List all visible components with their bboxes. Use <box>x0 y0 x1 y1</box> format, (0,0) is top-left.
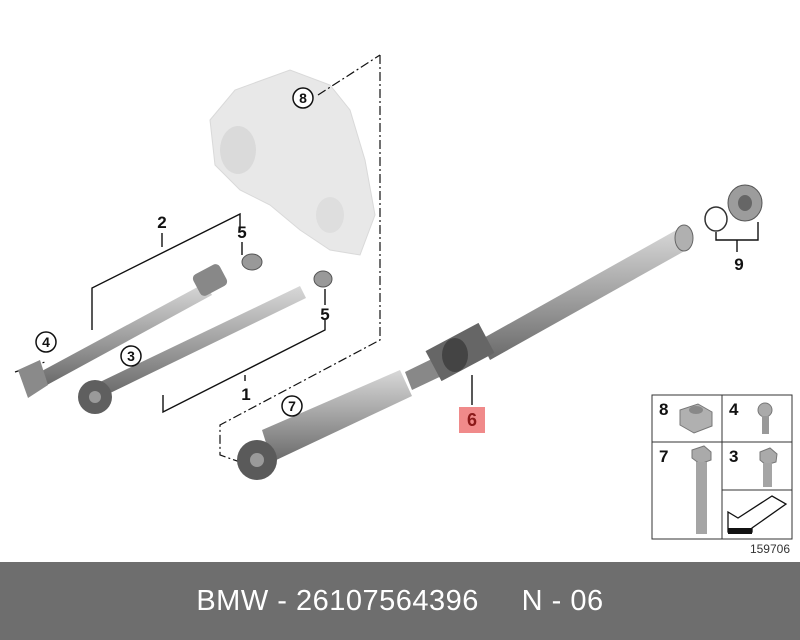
flange-bolt-icon <box>757 402 773 434</box>
svg-text:8: 8 <box>299 90 307 106</box>
flange-nut-9 <box>727 184 763 222</box>
callout-5a: 5 <box>237 223 246 242</box>
legend-number-7: 7 <box>659 447 668 466</box>
callout-1: 1 <box>241 385 250 404</box>
legend-number-3: 3 <box>729 447 738 466</box>
callout-circle-8: 8 <box>292 87 314 109</box>
rear-propeller-shaft-6 <box>237 224 694 480</box>
legend-number-4: 4 <box>729 400 739 419</box>
legend-number-8: 8 <box>659 400 668 419</box>
callout-5b: 5 <box>320 305 329 324</box>
parts-diagram: 2 5 5 1 9 8 4 3 7 8 4 7 3 159706 <box>14 54 793 556</box>
callout-circle-4: 4 <box>35 331 57 353</box>
callout-2: 2 <box>157 213 166 232</box>
front-shaft-2 <box>18 253 263 398</box>
transfer-case <box>209 69 376 256</box>
svg-text:4: 4 <box>42 334 50 350</box>
direction-arrow-icon <box>727 495 788 534</box>
short-bolt-icon <box>759 447 778 487</box>
part-number-footer: BMW - 26107564396 N - 06 <box>0 562 800 640</box>
drawing-number: 159706 <box>750 542 790 556</box>
parts-legend: 8 4 7 3 159706 <box>651 394 793 556</box>
assembly-line <box>219 55 381 463</box>
callout-circle-7: 7 <box>281 395 303 417</box>
callout-9: 9 <box>734 255 743 274</box>
svg-text:3: 3 <box>127 348 135 364</box>
long-bolt-icon <box>691 445 712 534</box>
callout-circle-3: 3 <box>120 345 142 367</box>
o-ring <box>704 206 728 232</box>
callout-6-highlighted[interactable]: 6 <box>459 407 485 433</box>
front-shaft-1 <box>78 270 333 414</box>
footer-text: BMW - 26107564396 N - 06 <box>196 584 604 617</box>
nut-icon <box>679 403 713 434</box>
svg-text:7: 7 <box>288 398 296 414</box>
